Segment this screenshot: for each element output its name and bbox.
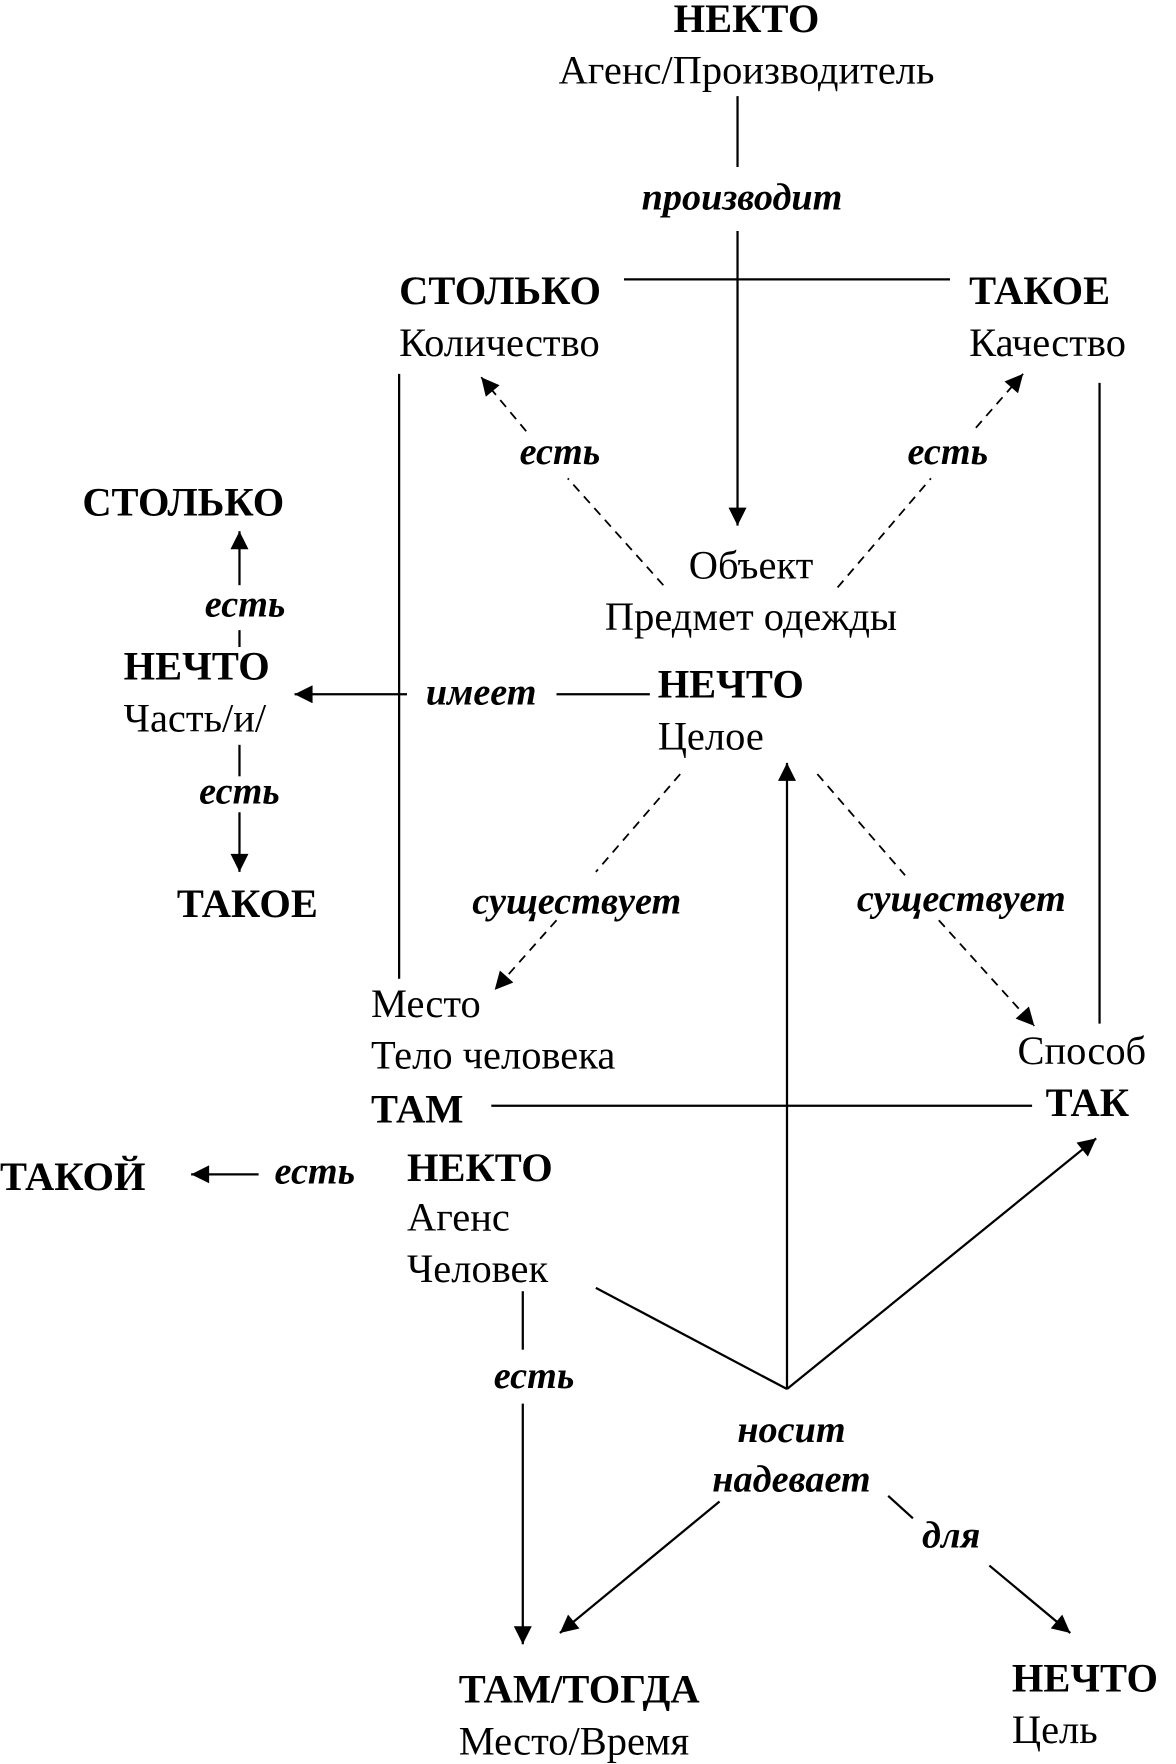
node-place-line2: Тело человека [371, 1033, 615, 1078]
label-is-quantity: есть [520, 431, 601, 473]
node-place-line1: Место [371, 981, 481, 1026]
dashed-edge-object-quality [836, 477, 932, 589]
connectors [191, 96, 1101, 1645]
label-exists-place: существует [472, 880, 681, 922]
edge-agent-wears [595, 1286, 788, 1391]
label-part-is-bottom: есть [199, 770, 280, 812]
dashed-arrow-quantity [480, 376, 527, 432]
node-whole-sub: Целое [658, 713, 764, 758]
label-exists-manner: существует [857, 878, 1066, 920]
node-left-top-title: СТОЛЬКО [82, 479, 284, 524]
dashed-arrow-manner [938, 919, 1036, 1027]
dashed-arrow-quality [975, 373, 1024, 429]
arrow-wears-manner [786, 1137, 1097, 1390]
dashed-edge-object-quantity [567, 477, 664, 586]
node-place-title: ТАМ [371, 1087, 463, 1132]
label-wears: носит [737, 1409, 845, 1451]
label-for: для [922, 1515, 980, 1557]
node-such-title: ТАКОЙ [0, 1154, 146, 1199]
label-agent-is: есть [494, 1355, 575, 1397]
node-agent-title: НЕКТО [407, 1145, 553, 1190]
arrow-for-goal [988, 1564, 1072, 1634]
node-manner-title: ТАК [1046, 1080, 1130, 1125]
node-manner-line1: Способ [1017, 1028, 1146, 1073]
node-whole-title: НЕЧТО [658, 662, 804, 707]
label-has: имеет [426, 671, 537, 713]
arrow-wears-placetime [559, 1500, 721, 1634]
node-agent-line2: Человек [407, 1246, 549, 1291]
node-part-sub: Часть/и/ [124, 695, 267, 740]
dashed-edge-whole-place [595, 773, 681, 873]
dashed-edge-whole-manner [816, 773, 906, 876]
node-quality-title: ТАКОЕ [969, 268, 1110, 313]
label-puts-on: надевает [712, 1458, 870, 1500]
node-quantity-sub: Количество [399, 320, 600, 365]
node-top-sub: Агенс/Производитель [559, 48, 935, 93]
node-placetime-title: ТАМ/ТОГДА [459, 1667, 700, 1712]
label-produces: производит [642, 177, 843, 219]
node-quality-sub: Качество [969, 320, 1126, 365]
node-left-bottom-title: ТАКОЕ [177, 881, 318, 926]
node-part-title: НЕЧТО [124, 644, 270, 689]
label-agent-is-such: есть [274, 1150, 355, 1192]
dashed-arrow-place [494, 919, 558, 991]
node-agent-line1: Агенс [407, 1195, 510, 1240]
node-placetime-sub: Место/Время [459, 1718, 689, 1763]
node-object-line1: Объект [689, 542, 814, 587]
node-object-line2: Предмет одежды [605, 594, 897, 639]
label-is-quality: есть [907, 431, 988, 473]
label-part-is-top: есть [205, 584, 286, 626]
node-quantity-title: СТОЛЬКО [399, 268, 601, 313]
node-goal-title: НЕЧТО [1012, 1655, 1158, 1700]
node-top-title: НЕКТО [674, 0, 820, 41]
node-goal-sub: Цель [1012, 1707, 1098, 1752]
edge-wears-for [887, 1495, 914, 1520]
